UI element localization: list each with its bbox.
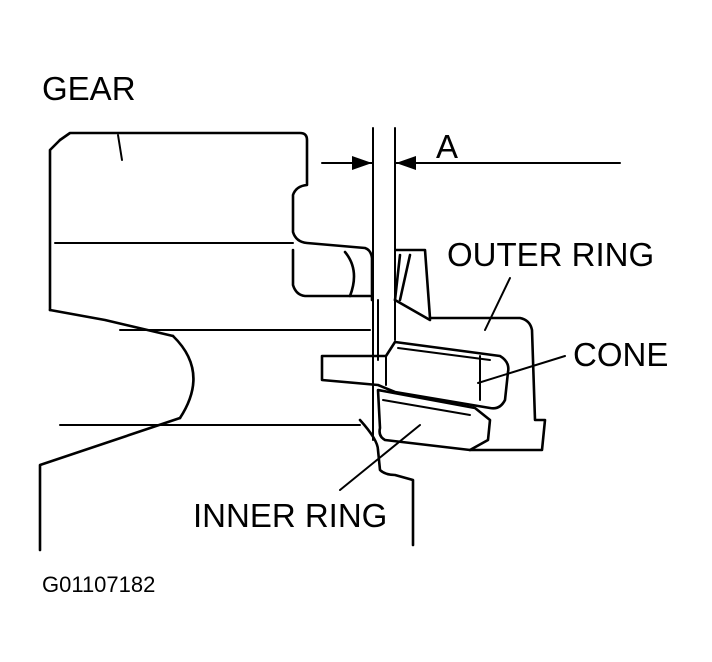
label-cone: CONE: [573, 336, 668, 373]
label-outer-ring: OUTER RING: [447, 236, 654, 273]
clearance-lines: [372, 127, 396, 441]
outer-ring: [393, 248, 547, 452]
figure-code: G01107182: [42, 572, 155, 597]
gear-outline: [38, 131, 374, 552]
dimension-a-arrows: [321, 156, 621, 170]
inner-ring: [358, 388, 492, 547]
leader-lines: [117, 134, 566, 491]
label-gear: GEAR: [42, 70, 136, 107]
cone: [320, 340, 510, 410]
label-inner-ring: INNER RING: [193, 497, 387, 534]
label-dimension-a: A: [436, 128, 458, 165]
